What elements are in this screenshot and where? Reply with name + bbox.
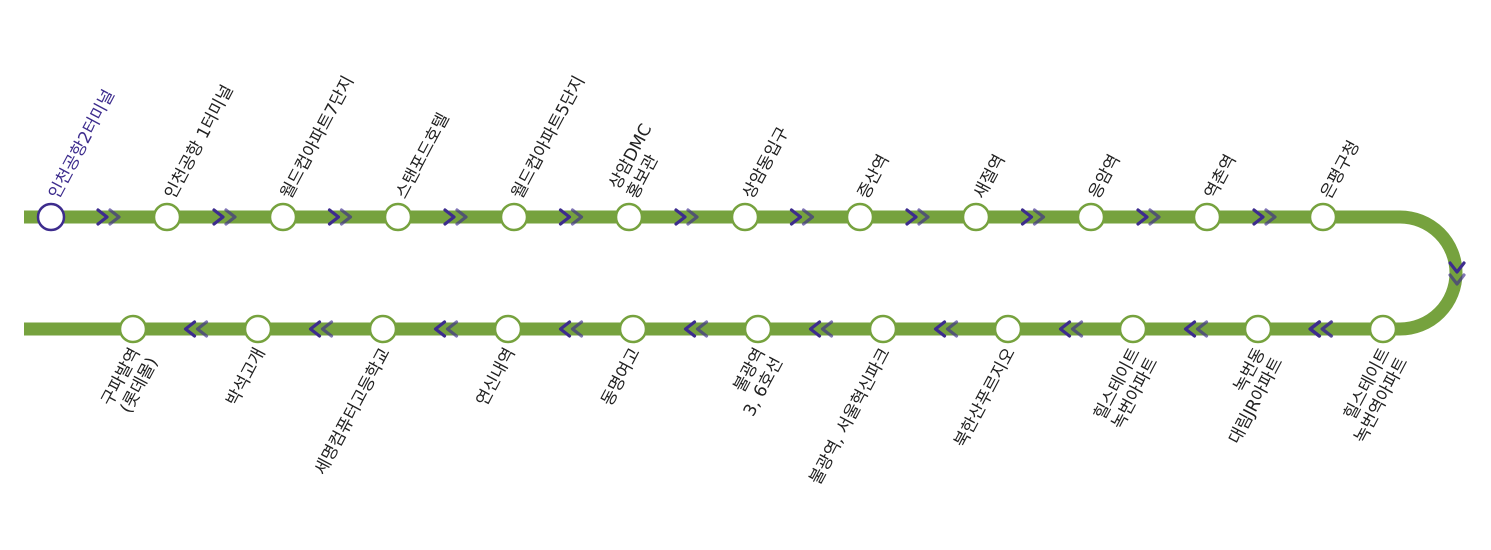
stop-name: 인천공항 1터미널 <box>161 82 238 202</box>
direction-arrow-icon <box>558 320 584 338</box>
direction-arrow-icon <box>808 320 834 338</box>
bus-stop-marker[interactable] <box>730 202 760 232</box>
stop-name: 세명컴퓨터고등학교 <box>311 345 395 479</box>
stop-name-line: 인천공항2터미널 <box>45 87 119 203</box>
direction-arrow-icon <box>683 320 709 338</box>
direction-arrow-icon <box>789 208 815 226</box>
stop-name: 상암DMC홍보관 <box>605 121 674 202</box>
direction-arrow-icon <box>558 208 584 226</box>
bus-stop-marker[interactable] <box>618 314 648 344</box>
stop-name: 스탠포드호텔 <box>392 110 454 202</box>
stop-name: 역촌역 <box>1201 151 1241 202</box>
bus-stop-marker[interactable] <box>1076 202 1106 232</box>
stop-name-line: 월드컵아파트7단지 <box>277 73 358 202</box>
bus-stop-marker[interactable] <box>36 202 66 232</box>
bus-stop-marker[interactable] <box>499 202 529 232</box>
direction-arrow-icon <box>933 320 959 338</box>
bus-stop-marker[interactable] <box>993 314 1023 344</box>
stop-name-line: 은평구청 <box>1317 138 1364 203</box>
stop-name: 월드컵아파트7단지 <box>277 73 358 202</box>
bus-stop-marker[interactable] <box>268 202 298 232</box>
stop-name: 증산역 <box>854 151 894 202</box>
bus-stop-marker[interactable] <box>1118 314 1148 344</box>
bus-stop-marker[interactable] <box>118 314 148 344</box>
direction-arrow-icon <box>433 320 459 338</box>
stop-name: 응암역 <box>1085 151 1125 202</box>
stop-name: 상암동입구 <box>739 124 793 202</box>
bus-stop-marker[interactable] <box>1192 202 1222 232</box>
stop-name-line: 응암역 <box>1085 151 1125 202</box>
direction-arrow-icon <box>1136 208 1161 226</box>
direction-arrow-icon <box>1252 208 1277 226</box>
direction-arrow-icon <box>1448 261 1466 286</box>
stop-name: 북한산푸르지오 <box>951 345 1020 451</box>
stop-name-line: 증산역 <box>854 151 894 202</box>
stop-name: 월드컵아파트5단지 <box>508 73 589 202</box>
stop-name: 연신내역 <box>473 345 520 410</box>
stop-name-line: 북한산푸르지오 <box>951 345 1020 451</box>
bus-stop-marker[interactable] <box>383 202 413 232</box>
stop-name: 구파발역(롯데몰) <box>98 345 163 419</box>
stop-name: 힐스테이트녹번역아파트 <box>1333 345 1412 447</box>
stop-name-line: 세명컴퓨터고등학교 <box>311 345 395 479</box>
stop-name-line: 인천공항 1터미널 <box>161 82 238 202</box>
direction-arrows <box>96 208 1466 338</box>
direction-arrow-icon <box>1020 208 1046 226</box>
direction-arrow-icon <box>1183 320 1209 338</box>
bus-stop-marker[interactable] <box>868 314 898 344</box>
stop-name: 은평구청 <box>1317 138 1364 203</box>
bus-stop-marker[interactable] <box>961 202 991 232</box>
direction-arrow-icon <box>327 208 353 226</box>
direction-arrow-icon <box>443 208 468 226</box>
bus-stops <box>36 202 1398 344</box>
stop-name-line: 동명여고 <box>598 345 645 410</box>
bus-stop-marker[interactable] <box>493 314 523 344</box>
route-track <box>24 210 1463 336</box>
stop-name-line: 불광역, 서울혁신파크 <box>806 345 895 488</box>
route-line <box>24 210 1463 336</box>
stop-name: 불광역3, 6호선 <box>722 345 787 420</box>
stop-name-line: 역촌역 <box>1201 151 1241 202</box>
bus-stop-marker[interactable] <box>1368 314 1398 344</box>
stop-name-line: 스탠포드호텔 <box>392 110 454 202</box>
direction-arrow-icon <box>674 208 699 226</box>
stop-name: 동명여고 <box>598 345 645 410</box>
stop-name-line: 연신내역 <box>473 345 520 410</box>
direction-arrow-icon <box>212 208 237 226</box>
stop-name-line: 월드컵아파트5단지 <box>508 73 589 202</box>
stop-name-line: 상암동입구 <box>739 124 793 202</box>
bus-stop-marker[interactable] <box>743 314 773 344</box>
stop-name: 새절역 <box>970 151 1010 202</box>
stop-name: 박석고개 <box>223 345 270 410</box>
direction-arrow-icon <box>1308 320 1334 338</box>
stop-name: 인천공항2터미널 <box>45 87 119 203</box>
direction-arrow-icon <box>96 208 121 226</box>
direction-arrow-icon <box>905 208 930 226</box>
stop-name-line: 새절역 <box>970 151 1010 202</box>
bus-stop-marker[interactable] <box>614 202 644 232</box>
stop-labels: 인천공항2터미널 인천공항 1터미널 월드컵아파트7단지 스탠포드호텔 월드컵아파트5단… <box>45 73 1412 488</box>
stop-name: 힐스테이트녹번아파트 <box>1090 345 1162 433</box>
bus-stop-marker[interactable] <box>152 202 182 232</box>
direction-arrow-icon <box>308 320 334 338</box>
direction-arrow-icon <box>1058 320 1084 338</box>
bus-stop-marker[interactable] <box>1243 314 1273 344</box>
bus-stop-marker[interactable] <box>1308 202 1338 232</box>
stop-name: 녹번동대림JR아파트 <box>1207 345 1287 448</box>
stop-name-line: 박석고개 <box>223 345 270 410</box>
direction-arrow-icon <box>183 320 209 338</box>
bus-stop-marker[interactable] <box>845 202 875 232</box>
bus-stop-marker[interactable] <box>368 314 398 344</box>
bus-stop-marker[interactable] <box>243 314 273 344</box>
stop-name: 불광역, 서울혁신파크 <box>806 345 895 488</box>
